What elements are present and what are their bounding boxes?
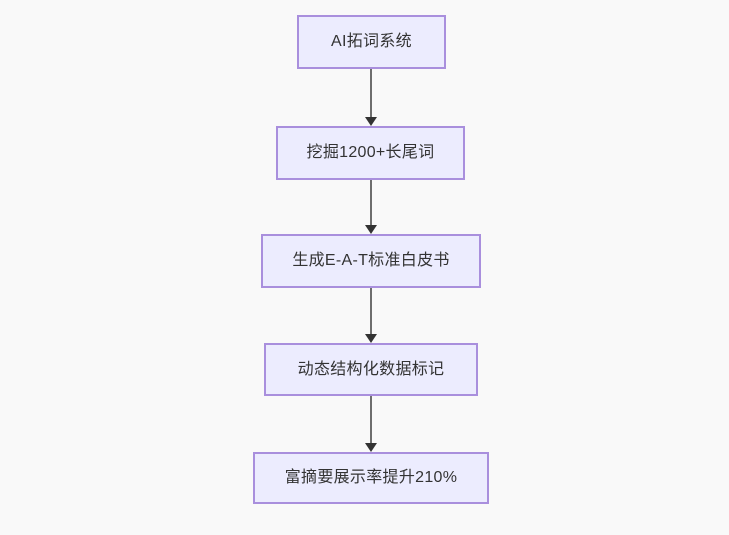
arrowhead-4 xyxy=(365,443,377,452)
arrowhead-2 xyxy=(365,225,377,234)
connector-line-3 xyxy=(370,288,372,334)
arrowhead-1 xyxy=(365,117,377,126)
connector-line-2 xyxy=(370,180,372,225)
flow-node-rich-snippet-impression-lift[interactable]: 富摘要展示率提升210% xyxy=(253,452,489,504)
arrowhead-3 xyxy=(365,334,377,343)
flow-node-generate-eat-whitepaper[interactable]: 生成E-A-T标准白皮书 xyxy=(261,234,481,288)
flow-node-dynamic-structured-data-markup[interactable]: 动态结构化数据标记 xyxy=(264,343,478,396)
flow-node-label: AI拓词系统 xyxy=(331,33,412,51)
flow-node-label: 生成E-A-T标准白皮书 xyxy=(292,252,450,270)
flow-node-ai-keyword-system[interactable]: AI拓词系统 xyxy=(297,15,446,69)
flow-node-label: 动态结构化数据标记 xyxy=(297,360,445,378)
connector-line-4 xyxy=(370,396,372,443)
flow-node-mine-longtail-keywords[interactable]: 挖掘1200+长尾词 xyxy=(276,126,465,180)
flow-node-label: 挖掘1200+长尾词 xyxy=(306,144,435,162)
flow-node-label: 富摘要展示率提升210% xyxy=(284,469,458,487)
connector-line-1 xyxy=(370,69,372,117)
